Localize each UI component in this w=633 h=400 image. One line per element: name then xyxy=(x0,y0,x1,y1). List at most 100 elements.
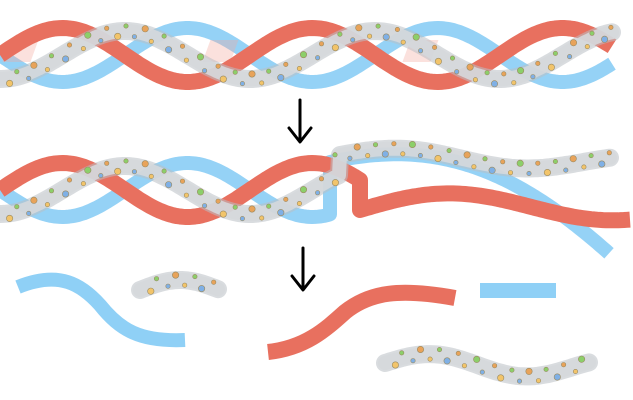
bead xyxy=(14,204,20,210)
bead xyxy=(80,181,86,187)
bead xyxy=(535,378,541,384)
bead xyxy=(48,188,54,194)
bead xyxy=(147,287,155,295)
bead xyxy=(296,66,302,72)
bead xyxy=(26,75,32,81)
bead xyxy=(123,158,129,164)
bead xyxy=(511,80,517,86)
bead xyxy=(266,68,272,74)
bead xyxy=(239,216,245,222)
bead xyxy=(183,57,189,63)
bead xyxy=(417,153,423,159)
bead xyxy=(84,31,92,39)
blue-strand-fragment-2 xyxy=(480,283,556,298)
bead xyxy=(259,215,265,221)
bead xyxy=(198,285,206,293)
bead xyxy=(165,181,173,189)
bead xyxy=(183,192,189,198)
bead xyxy=(331,44,339,52)
bead xyxy=(232,69,238,75)
bead xyxy=(581,164,587,170)
bead xyxy=(239,81,245,87)
bead xyxy=(408,141,416,149)
beaded-gray-fragment-1 xyxy=(131,271,227,299)
bead xyxy=(391,361,399,369)
bead xyxy=(337,31,343,37)
bead xyxy=(165,283,171,289)
bead xyxy=(148,38,154,44)
bead xyxy=(131,169,137,175)
bead xyxy=(394,26,400,32)
down-arrow-2 xyxy=(290,246,316,292)
bead xyxy=(211,279,217,285)
bead xyxy=(561,362,567,368)
bead xyxy=(202,68,208,74)
bead xyxy=(490,80,498,88)
bead xyxy=(299,186,307,194)
bead xyxy=(104,25,110,31)
bead xyxy=(62,55,70,63)
bead xyxy=(84,166,92,174)
bead xyxy=(141,160,149,168)
bead xyxy=(525,367,533,375)
bead xyxy=(283,61,289,67)
stage-unwinding-helix xyxy=(0,139,633,259)
bead xyxy=(259,80,265,86)
bead xyxy=(530,74,536,80)
bead xyxy=(80,46,86,52)
bead xyxy=(148,173,154,179)
bead xyxy=(30,196,38,204)
bead xyxy=(412,33,420,41)
bead xyxy=(578,355,586,363)
bead xyxy=(26,210,32,216)
bead xyxy=(516,159,524,167)
bead xyxy=(482,156,488,162)
bead xyxy=(202,203,208,209)
bead xyxy=(399,350,405,356)
bead xyxy=(535,160,541,166)
bead xyxy=(172,271,180,279)
bead xyxy=(410,358,416,364)
bead xyxy=(500,159,506,165)
beaded-gray-strand xyxy=(0,139,619,223)
bead xyxy=(567,54,573,60)
bead xyxy=(350,37,356,43)
bead xyxy=(466,63,474,71)
bead xyxy=(572,368,578,374)
bead xyxy=(331,179,339,187)
bead xyxy=(436,347,442,353)
bead xyxy=(104,160,110,166)
bead xyxy=(400,151,406,157)
bead xyxy=(497,374,505,382)
bead xyxy=(215,63,221,69)
bead xyxy=(547,63,555,71)
bead xyxy=(509,367,515,373)
bead xyxy=(165,46,173,54)
bead xyxy=(248,205,256,213)
down-arrow-1 xyxy=(287,98,313,144)
bead xyxy=(472,77,478,83)
bead xyxy=(488,166,496,174)
bead xyxy=(391,141,397,147)
bead xyxy=(584,44,590,50)
bead xyxy=(526,171,532,177)
stage-intact-helix xyxy=(0,20,621,90)
bead xyxy=(277,74,285,82)
bead xyxy=(98,173,104,179)
bead xyxy=(277,209,285,217)
bead xyxy=(563,167,569,173)
bead xyxy=(161,168,167,174)
bead xyxy=(141,25,149,33)
stage-separated-strands xyxy=(15,271,598,386)
bead xyxy=(454,69,460,75)
bead xyxy=(192,274,198,280)
bead xyxy=(606,150,612,156)
bead xyxy=(375,23,381,29)
bead xyxy=(248,70,256,78)
bead xyxy=(501,71,507,77)
beaded-gray-strand xyxy=(0,22,621,88)
bead xyxy=(67,177,73,183)
bead xyxy=(471,164,477,170)
bead xyxy=(315,55,321,61)
